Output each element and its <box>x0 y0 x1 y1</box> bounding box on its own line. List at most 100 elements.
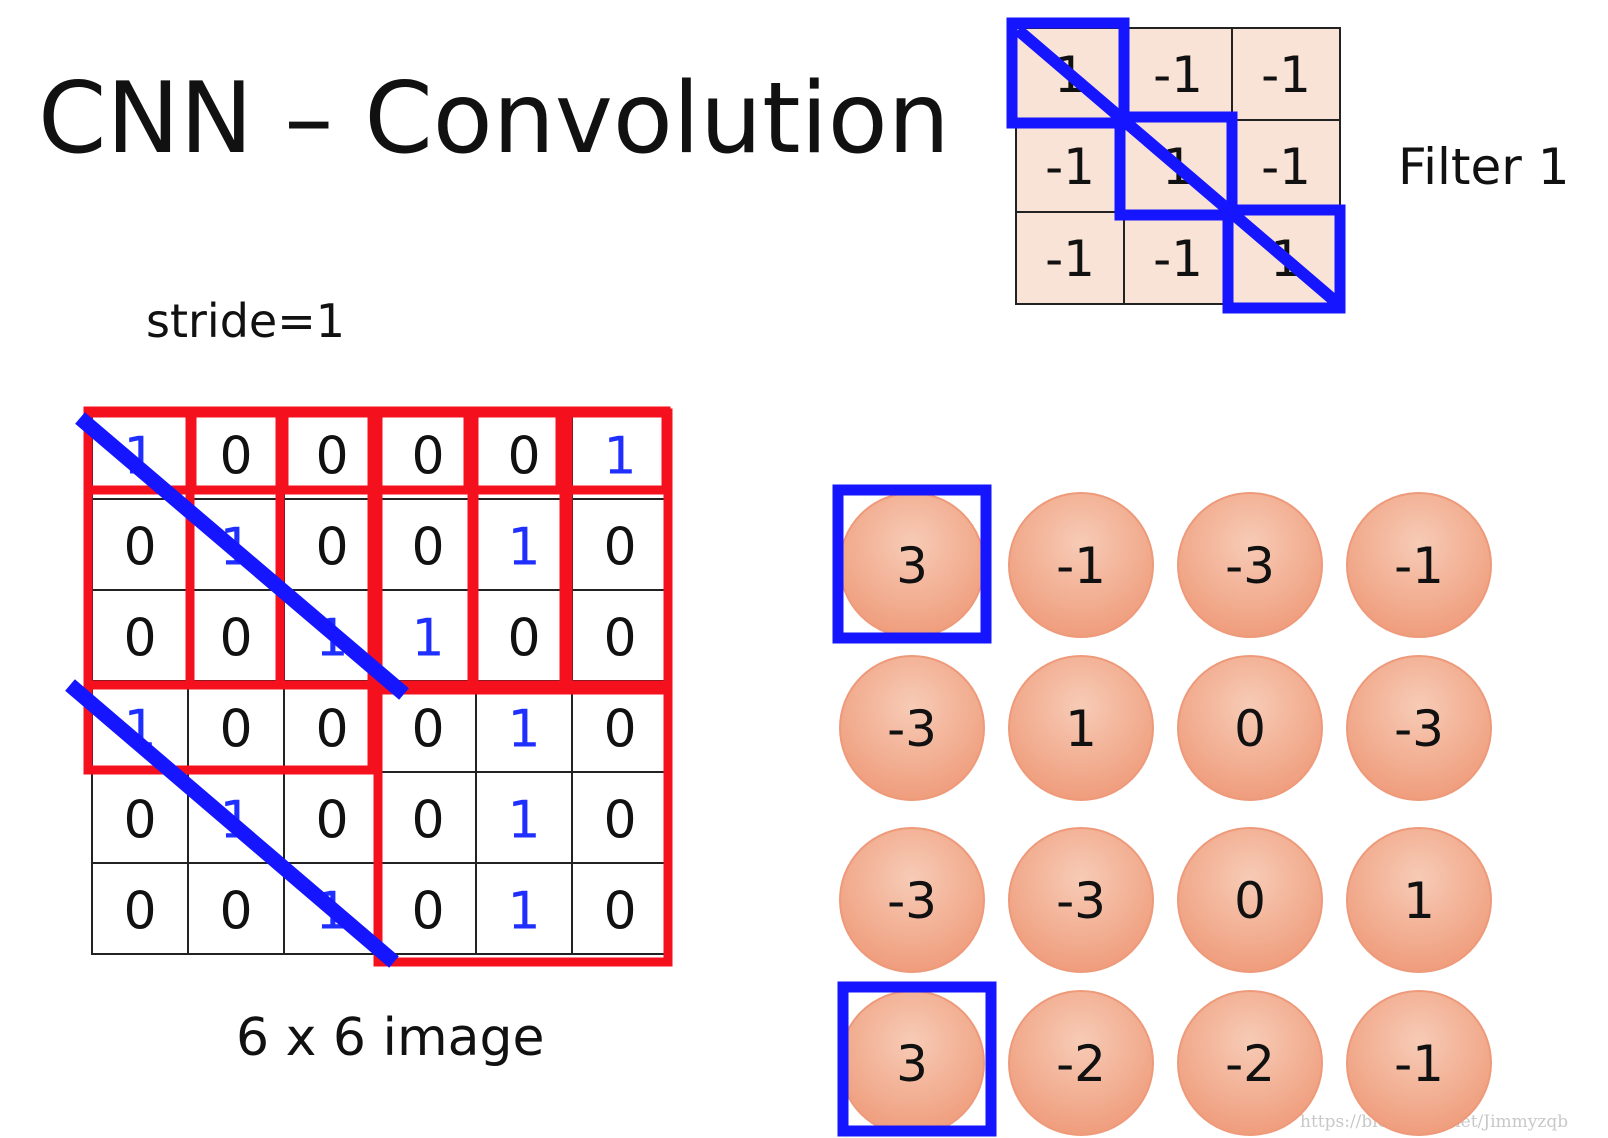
image-cell-value: 0 <box>315 700 348 760</box>
image-cell-value: 0 <box>219 609 252 669</box>
overlays <box>65 17 1346 1137</box>
image-grid: 100001010010001100100010010010001010 <box>91 407 669 955</box>
feature-map-value: -2 <box>1056 1035 1106 1093</box>
feature-map-node <box>1346 492 1492 638</box>
feature-map-highlight-bottom <box>837 981 997 1137</box>
image-cell <box>475 771 573 864</box>
image-cell-value: 0 <box>411 700 444 760</box>
diagonal-highlight-top <box>75 412 409 700</box>
feature-map-value: 0 <box>1234 700 1266 758</box>
feature-map-value: -3 <box>887 872 937 930</box>
image-cell-value: 0 <box>123 882 156 942</box>
image-cell-value: 0 <box>603 609 636 669</box>
feature-map-node <box>1177 827 1323 973</box>
feature-map-value: -1 <box>1056 537 1106 595</box>
image-cell-value: 0 <box>315 427 348 487</box>
image-caption: 6 x 6 image <box>236 1008 545 1068</box>
convolution-window <box>373 685 673 967</box>
filter-cell-value: -1 <box>1153 230 1203 288</box>
feature-map-node <box>1008 492 1154 638</box>
filter-diagonal-line <box>1014 25 1340 307</box>
filter-cell <box>1015 211 1125 305</box>
image-cell <box>283 680 381 773</box>
feature-map-value: -3 <box>1394 700 1444 758</box>
filter-cell-value: -1 <box>1261 138 1311 196</box>
image-cell <box>187 407 285 500</box>
image-cell-value: 0 <box>315 518 348 578</box>
image-cell <box>475 862 573 955</box>
feature-map-node <box>1177 990 1323 1136</box>
image-cell-value: 0 <box>603 518 636 578</box>
feature-map-node <box>839 827 985 973</box>
image-cell-value: 0 <box>219 700 252 760</box>
image-cell-value: 0 <box>315 791 348 851</box>
image-cell-value: 0 <box>411 882 444 942</box>
feature-map-value: 1 <box>1403 872 1435 930</box>
image-cell-value: 0 <box>123 791 156 851</box>
stride-label: stride=1 <box>146 294 346 348</box>
diagonal-highlight-bottom <box>65 679 399 968</box>
feature-map-node <box>1008 655 1154 801</box>
filter-cell-value: -1 <box>1045 230 1095 288</box>
image-cell-value: 0 <box>507 427 540 487</box>
feature-map-value: 0 <box>1234 872 1266 930</box>
feature-map-value: -1 <box>1394 1035 1444 1093</box>
image-cell-value: 0 <box>411 427 444 487</box>
image-cell <box>571 862 669 955</box>
feature-map-node <box>1177 655 1323 801</box>
feature-map-value: 3 <box>896 1035 928 1093</box>
image-cell-value: 0 <box>219 882 252 942</box>
image-cell-value: 0 <box>603 882 636 942</box>
feature-map-value: 3 <box>896 537 928 595</box>
image-cell <box>379 589 477 682</box>
feature-map-node <box>1008 990 1154 1136</box>
filter-cell <box>1015 119 1125 213</box>
image-cell <box>283 771 381 864</box>
image-cell <box>475 680 573 773</box>
image-cell-value: 1 <box>507 518 540 578</box>
filter-diagonal-box <box>1114 111 1238 221</box>
feature-map-node <box>839 655 985 801</box>
image-cell <box>571 771 669 864</box>
feature-map-highlight-top <box>832 484 992 644</box>
feature-map-value: -2 <box>1225 1035 1275 1093</box>
feature-map-value: -1 <box>1394 537 1444 595</box>
filter-cell-value: -1 <box>1261 46 1311 104</box>
image-cell-value: 0 <box>411 518 444 578</box>
image-cell-value: 1 <box>507 882 540 942</box>
convolution-window <box>373 408 673 690</box>
filter-cell <box>1123 211 1233 305</box>
image-cell <box>571 589 669 682</box>
image-cell-value: 0 <box>123 609 156 669</box>
feature-map-value: -3 <box>1056 872 1106 930</box>
image-cell <box>187 589 285 682</box>
image-cell <box>187 680 285 773</box>
image-cell-value: 0 <box>411 791 444 851</box>
feature-map-node <box>1008 827 1154 973</box>
image-cell <box>379 407 477 500</box>
image-cell <box>571 680 669 773</box>
filter-cell <box>1231 27 1341 121</box>
filter-diagonal-box <box>1222 204 1346 314</box>
image-cell-value: 1 <box>603 427 636 487</box>
feature-map-value: -3 <box>887 700 937 758</box>
feature-map-value: -3 <box>1225 537 1275 595</box>
image-cell <box>91 862 189 955</box>
image-cell-value: 0 <box>603 700 636 760</box>
image-cell <box>379 498 477 591</box>
image-cell-value: 1 <box>507 791 540 851</box>
feature-map-node <box>1346 655 1492 801</box>
image-cell-value: 0 <box>219 427 252 487</box>
convolution-window <box>83 408 377 690</box>
image-cell <box>475 589 573 682</box>
page-title: CNN – Convolution <box>38 62 950 176</box>
image-cell-value: 0 <box>507 609 540 669</box>
feature-map-value: 1 <box>1065 700 1097 758</box>
image-cell-value: 1 <box>507 700 540 760</box>
feature-map-node <box>1177 492 1323 638</box>
image-cell <box>379 862 477 955</box>
feature-map-node <box>1346 990 1492 1136</box>
feature-map-node <box>1346 827 1492 973</box>
image-cell-value: 0 <box>123 518 156 578</box>
